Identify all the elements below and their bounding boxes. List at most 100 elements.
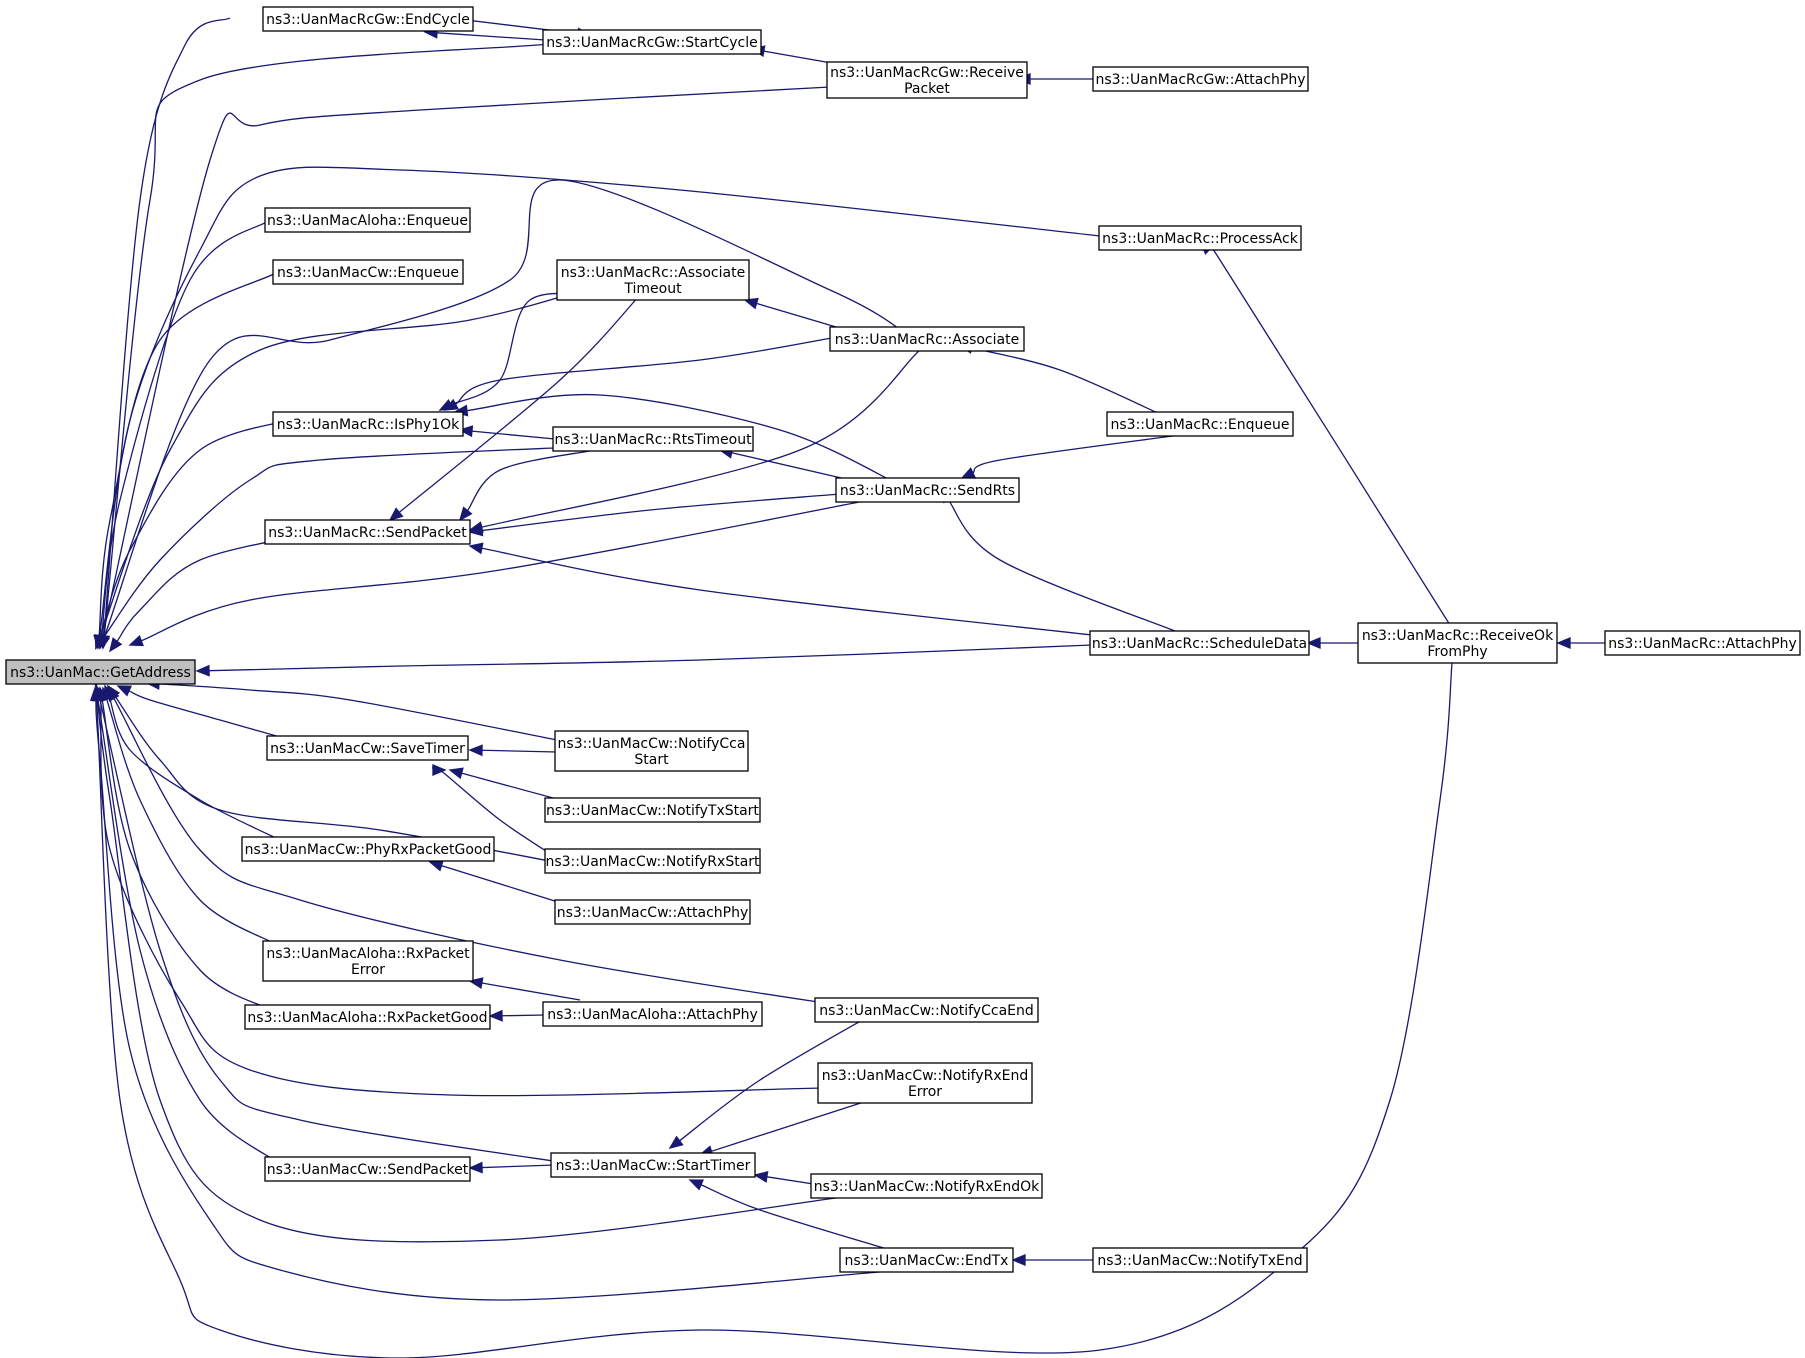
node-box — [266, 735, 469, 761]
node-label: ns3::UanMacRc::AttachPhy — [1608, 636, 1796, 652]
edge-rc_processack-to-getaddr — [93, 166, 1101, 650]
node-cw_txstart[interactable]: ns3::UanMacCw::NotifyTxStart — [544, 797, 761, 823]
edge-arrowhead — [960, 467, 976, 479]
edge-line — [102, 86, 831, 637]
node-label: ns3::UanMacAloha::AttachPhy — [547, 1007, 758, 1023]
node-cw_rxendok[interactable]: ns3::UanMacCw::NotifyRxEndOk — [810, 1173, 1043, 1199]
edge-line — [106, 699, 281, 947]
node-rc_sendrts[interactable]: ns3::UanMacRc::SendRts — [835, 477, 1020, 503]
node-cw_txend[interactable]: ns3::UanMacCw::NotifyTxEnd — [1092, 1247, 1308, 1273]
edge-rc_associate-to-rc_isphy1ok — [443, 337, 833, 411]
node-label: ns3::UanMacCw::SaveTimer — [270, 741, 465, 757]
node-cw_phyrxgood[interactable]: ns3::UanMacCw::PhyRxPacketGood — [241, 836, 495, 862]
node-rc_sendpkt[interactable]: ns3::UanMacRc::SendPacket — [264, 519, 471, 545]
node-cw_enq[interactable]: ns3::UanMacCw::Enqueue — [272, 259, 464, 285]
node-box — [1098, 225, 1302, 251]
node-box — [264, 207, 471, 233]
edge-line — [141, 496, 886, 642]
edge-gw_startcycle-to-getaddr — [98, 43, 551, 650]
edge-arrowhead — [428, 860, 444, 872]
node-cw_rxstart[interactable]: ns3::UanMacCw::NotifyRxStart — [544, 848, 761, 874]
node-label: ns3::UanMacCw::NotifyCca — [558, 736, 746, 752]
node-box — [1604, 630, 1801, 656]
node-rc_rtstimeout[interactable]: ns3::UanMacRc::RtsTimeout — [552, 426, 754, 452]
edge-line — [455, 337, 833, 405]
node-rc_enq[interactable]: ns3::UanMacRc::Enqueue — [1106, 411, 1294, 437]
edge-line — [108, 696, 281, 841]
edge-arrowhead — [128, 634, 144, 647]
node-label: ns3::UanMacCw::EndTx — [845, 1253, 1009, 1269]
edge-gw_attachphy-to-gw_recvpkt — [1016, 73, 1095, 85]
node-label: Packet — [904, 81, 950, 97]
edge-line — [481, 493, 841, 532]
node-aloha_rxgood[interactable]: ns3::UanMacAloha::RxPacketGood — [244, 1004, 491, 1030]
node-box — [1089, 630, 1310, 656]
edge-arrowhead — [668, 1135, 684, 1150]
edge-line — [116, 531, 321, 642]
node-label: ns3::UanMacCw::Enqueue — [277, 265, 459, 281]
node-label: ns3::UanMac::GetAddress — [10, 665, 191, 681]
edge-arrowhead — [448, 767, 464, 780]
edge-rc_recvok-to-getaddr — [90, 662, 1453, 1358]
node-getaddr[interactable]: ns3::UanMac::GetAddress — [5, 659, 196, 685]
node-rc_isphy1ok[interactable]: ns3::UanMacRc::IsPhy1Ok — [272, 411, 464, 437]
node-aloha_attachphy[interactable]: ns3::UanMacAloha::AttachPhy — [542, 1001, 763, 1027]
edge-line — [711, 1099, 871, 1152]
edge-cw_rxenderr-to-cw_starttimer — [698, 1099, 871, 1157]
node-cw_sendpkt[interactable]: ns3::UanMacCw::SendPacket — [264, 1156, 471, 1182]
node-cw_starttimer[interactable]: ns3::UanMacCw::StartTimer — [550, 1152, 756, 1178]
edge-arrowhead — [195, 664, 210, 677]
edge-arrowhead — [90, 686, 103, 701]
edge-line — [99, 415, 311, 637]
node-box — [262, 940, 474, 982]
node-box — [554, 730, 749, 772]
node-label: ns3::UanMacRc::SendRts — [840, 483, 1015, 499]
edge-rc_enq-to-rc_associate — [958, 342, 1161, 415]
edge-arrowhead — [116, 685, 132, 697]
node-cw_endtx[interactable]: ns3::UanMacCw::EndTx — [839, 1247, 1014, 1273]
edge-line — [99, 166, 1101, 637]
node-cw_savetimer[interactable]: ns3::UanMacCw::SaveTimer — [266, 735, 469, 761]
node-gw_endcycle[interactable]: ns3::UanMacRcGw::EndCycle — [262, 6, 474, 32]
edge-line — [481, 547, 1093, 636]
node-label: ns3::UanMacRcGw::EndCycle — [266, 12, 470, 28]
node-box — [839, 1247, 1014, 1273]
node-rc_attachphy[interactable]: ns3::UanMacRc::AttachPhy — [1604, 630, 1801, 656]
node-label: ns3::UanMacCw::NotifyTxEnd — [1097, 1253, 1302, 1269]
node-box — [810, 1173, 1043, 1199]
node-label: Timeout — [623, 281, 682, 297]
edge-line — [94, 680, 601, 1169]
node-label: ns3::UanMacAloha::Enqueue — [267, 213, 468, 229]
node-box — [262, 6, 474, 32]
node-rc_associate[interactable]: ns3::UanMacRc::Associate — [829, 326, 1025, 352]
edge-arrowhead — [432, 764, 447, 776]
node-rc_processack[interactable]: ns3::UanMacRc::ProcessAck — [1098, 225, 1302, 251]
node-box — [1092, 1247, 1308, 1273]
node-label: ns3::UanMacRc::SendPacket — [268, 525, 467, 541]
node-aloha_enq[interactable]: ns3::UanMacAloha::Enqueue — [264, 207, 471, 233]
edge-line — [700, 1184, 891, 1251]
edge-arrowhead — [468, 524, 484, 537]
edge-line — [103, 179, 913, 638]
edge-rc_scheddata-to-rc_sendpkt — [468, 542, 1093, 636]
node-gw_attachphy[interactable]: ns3::UanMacRcGw::AttachPhy — [1092, 66, 1309, 92]
node-label: ns3::UanMacRc::Associate — [561, 265, 745, 281]
edge-aloha_attachphy-to-aloha_rxgood — [488, 1009, 546, 1022]
node-cw_attachphy[interactable]: ns3::UanMacCw::AttachPhy — [554, 899, 751, 925]
edge-arrowhead — [458, 506, 473, 522]
edge-line — [679, 1009, 881, 1142]
node-box — [5, 659, 196, 685]
node-rc_scheddata[interactable]: ns3::UanMacRc::ScheduleData — [1089, 630, 1310, 656]
node-label: ns3::UanMacRc::ProcessAck — [1102, 231, 1299, 247]
node-box — [829, 326, 1025, 352]
edge-rc_enq-to-rc_sendrts — [960, 434, 1181, 479]
node-gw_startcycle[interactable]: ns3::UanMacRcGw::StartCycle — [542, 29, 762, 55]
node-cw_ccaend[interactable]: ns3::UanMacCw::NotifyCcaEnd — [814, 997, 1039, 1023]
